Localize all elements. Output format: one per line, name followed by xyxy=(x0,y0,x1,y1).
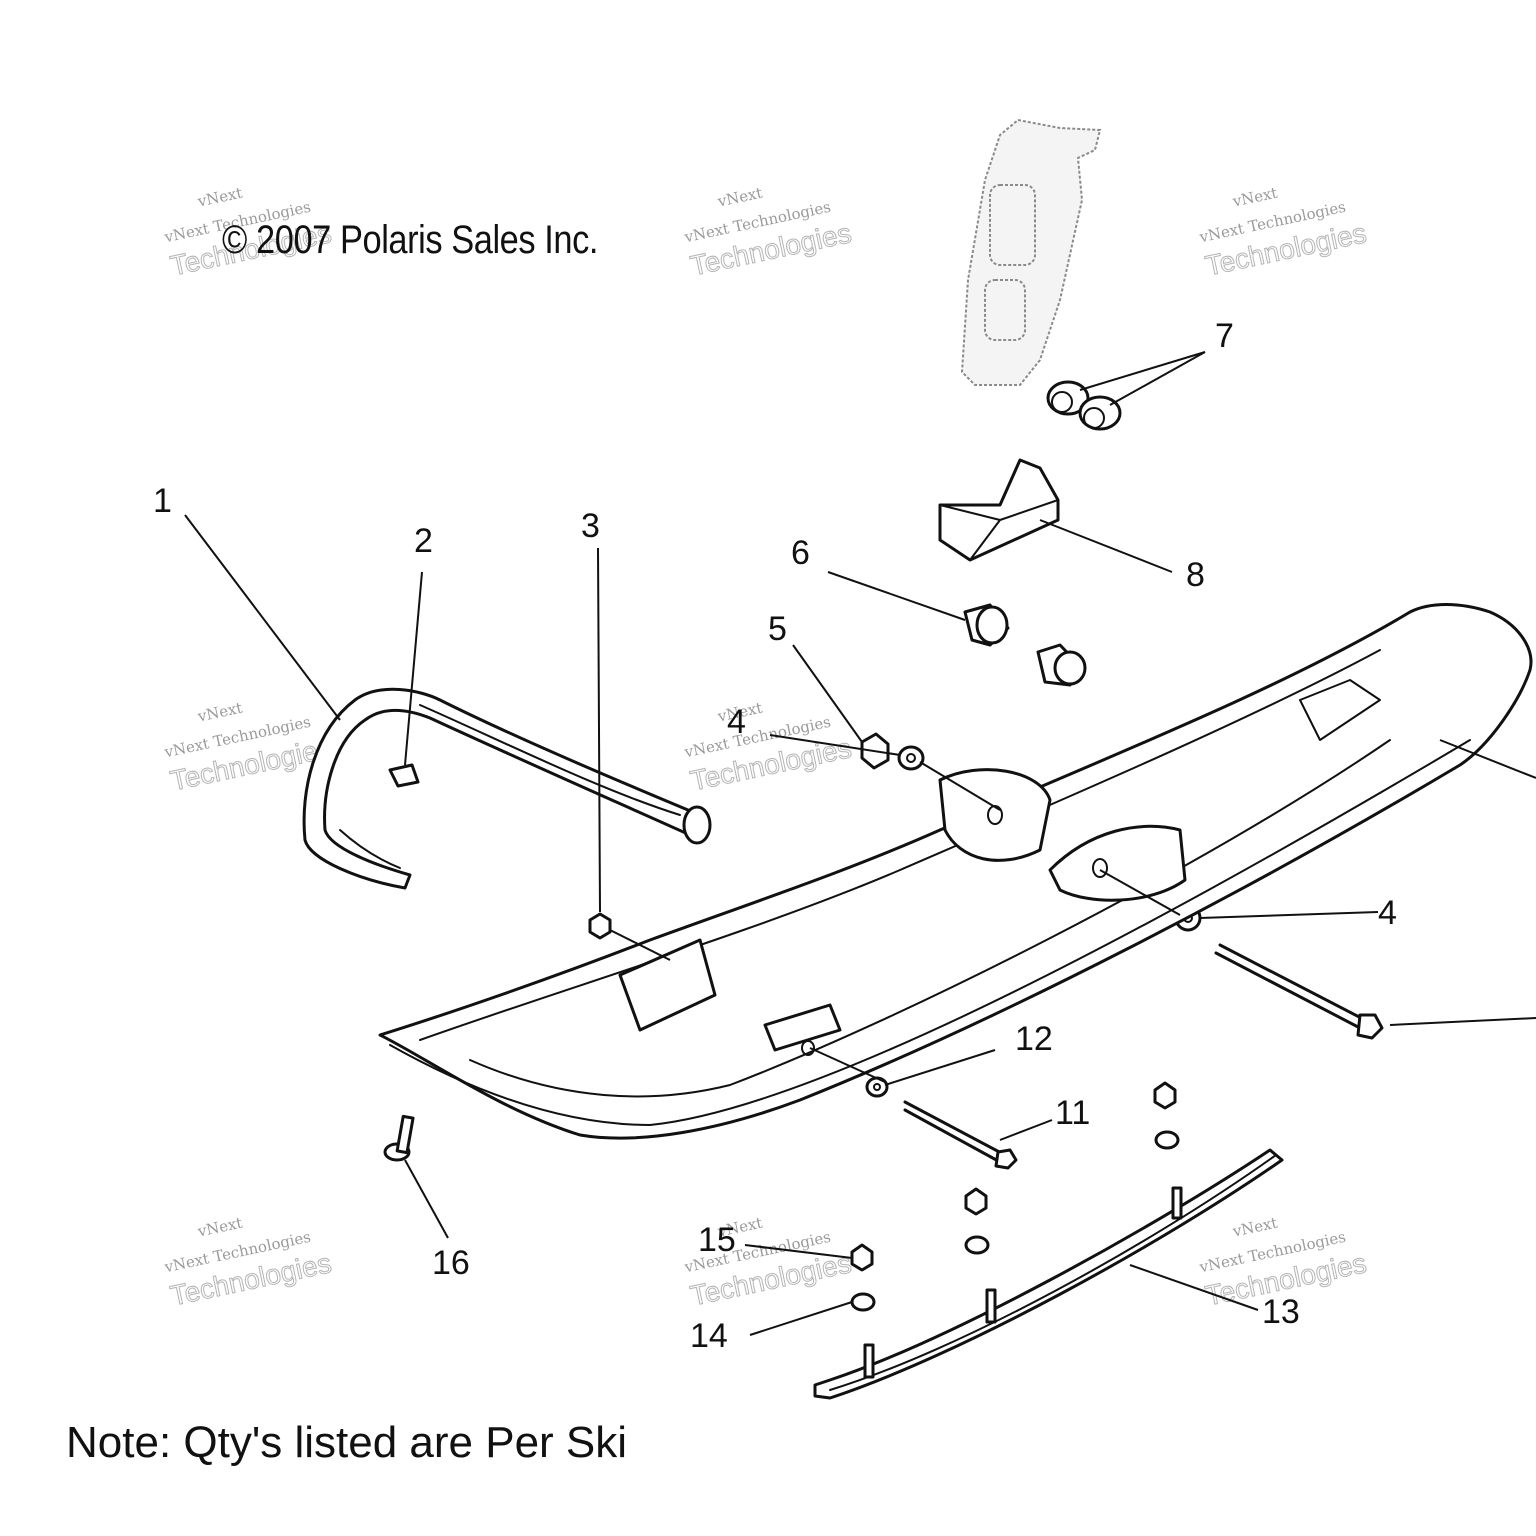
watermark-top-right: vNext vNext Technologies Technologies xyxy=(1197,184,1370,282)
runner-washer-upper xyxy=(1154,1130,1180,1150)
through-bolt xyxy=(1214,943,1384,1040)
watermark-line1: vNext xyxy=(1230,1214,1279,1241)
watermark-line1: vNext xyxy=(195,184,244,211)
quantity-note: Note: Qty's listed are Per Ski xyxy=(66,1418,628,1467)
watermark-line1: vNext xyxy=(195,1214,244,1241)
part-8-stop-block xyxy=(938,458,1060,562)
part-11-bolt xyxy=(903,1100,1018,1170)
part-7-bushings xyxy=(1046,380,1122,431)
callout-labels: 1 2 3 4 4 5 6 7 8 11 12 13 14 15 16 xyxy=(153,317,1397,1355)
callout-2: 2 xyxy=(414,522,433,560)
part-13-runner xyxy=(813,1148,1284,1400)
runner-washer-middle xyxy=(964,1235,990,1255)
callout-4-lower: 4 xyxy=(1378,894,1397,932)
callout-4-upper: 4 xyxy=(727,703,746,741)
callout-3: 3 xyxy=(581,507,600,545)
callout-5: 5 xyxy=(768,610,787,648)
part-15-nut xyxy=(850,1243,874,1272)
copyright-text: © 2007 Polaris Sales Inc. xyxy=(222,218,599,262)
runner-nut-middle xyxy=(964,1187,988,1216)
callout-6: 6 xyxy=(791,534,810,572)
callout-8: 8 xyxy=(1186,556,1205,594)
watermark-mid-center: vNext vNext Technologies Technologies xyxy=(682,699,855,797)
leader-lines xyxy=(184,351,1536,1336)
part-2-insert xyxy=(388,763,420,788)
callout-16: 16 xyxy=(432,1244,470,1282)
part-14-washer xyxy=(850,1292,876,1312)
callout-1: 1 xyxy=(153,482,172,520)
callout-13: 13 xyxy=(1262,1293,1300,1331)
watermark-bottom-left: vNext vNext Technologies Technologies xyxy=(162,1214,335,1312)
part-1-ski-loop xyxy=(302,687,712,890)
ski-body xyxy=(378,603,1533,1140)
part-6-flanged-bushings xyxy=(963,603,1087,687)
watermark-line1: vNext xyxy=(1230,184,1279,211)
callout-11: 11 xyxy=(1055,1094,1090,1132)
part-16-rivet xyxy=(383,1114,415,1162)
watermark-line1: vNext xyxy=(715,184,764,211)
callout-12: 12 xyxy=(1015,1020,1053,1058)
spindle-reference-part xyxy=(960,118,1102,386)
callout-14: 14 xyxy=(690,1317,728,1355)
watermark-line1: vNext xyxy=(195,699,244,726)
callout-15: 15 xyxy=(698,1221,736,1259)
watermark-top-center: vNext vNext Technologies Technologies xyxy=(682,184,855,282)
part-4-washer-upper xyxy=(897,745,925,771)
runner-nut-upper xyxy=(1153,1081,1177,1110)
part-3-nut xyxy=(588,912,612,940)
callout-7: 7 xyxy=(1215,317,1234,355)
